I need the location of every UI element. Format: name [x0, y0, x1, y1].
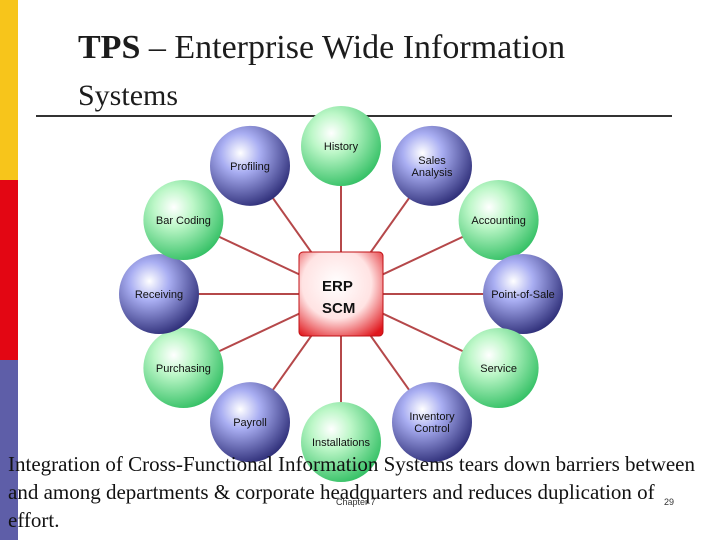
node-point-of-sale: Point-of-Sale	[483, 254, 563, 334]
node-label-history-0: History	[324, 141, 359, 153]
node-receiving: Receiving	[119, 254, 199, 334]
node-profiling: Profiling	[210, 126, 290, 206]
node-bar-coding: Bar Coding	[143, 180, 223, 260]
node-label-bar-coding-0: Bar Coding	[156, 215, 211, 227]
node-label-accounting-0: Accounting	[471, 215, 525, 227]
node-label-profiling-0: Profiling	[230, 161, 270, 173]
node-label-service-0: Service	[480, 363, 517, 375]
node-label-installations-0: Installations	[312, 437, 371, 449]
center-label-line1: ERP	[322, 278, 353, 295]
node-accounting: Accounting	[459, 180, 539, 260]
node-label-inventory-control-0: Inventory	[409, 411, 455, 423]
node-label-sales-analysis-1: Analysis	[412, 167, 453, 179]
node-label-payroll-0: Payroll	[233, 417, 267, 429]
node-label-receiving-0: Receiving	[135, 289, 183, 301]
node-purchasing: Purchasing	[143, 328, 223, 408]
node-service: Service	[459, 328, 539, 408]
page-number: 29	[664, 497, 674, 507]
slide-caption: Integration of Cross-Functional Informat…	[8, 450, 708, 534]
center-node: ERP SCM	[299, 252, 383, 336]
node-label-inventory-control-1: Control	[414, 423, 449, 435]
node-label-purchasing-0: Purchasing	[156, 363, 211, 375]
node-label-sales-analysis-0: Sales	[418, 155, 446, 167]
node-label-point-of-sale-0: Point-of-Sale	[491, 289, 555, 301]
footer-chapter: Chapter 7	[336, 497, 376, 507]
center-label-line2: SCM	[322, 300, 355, 317]
node-history: History	[301, 106, 381, 186]
